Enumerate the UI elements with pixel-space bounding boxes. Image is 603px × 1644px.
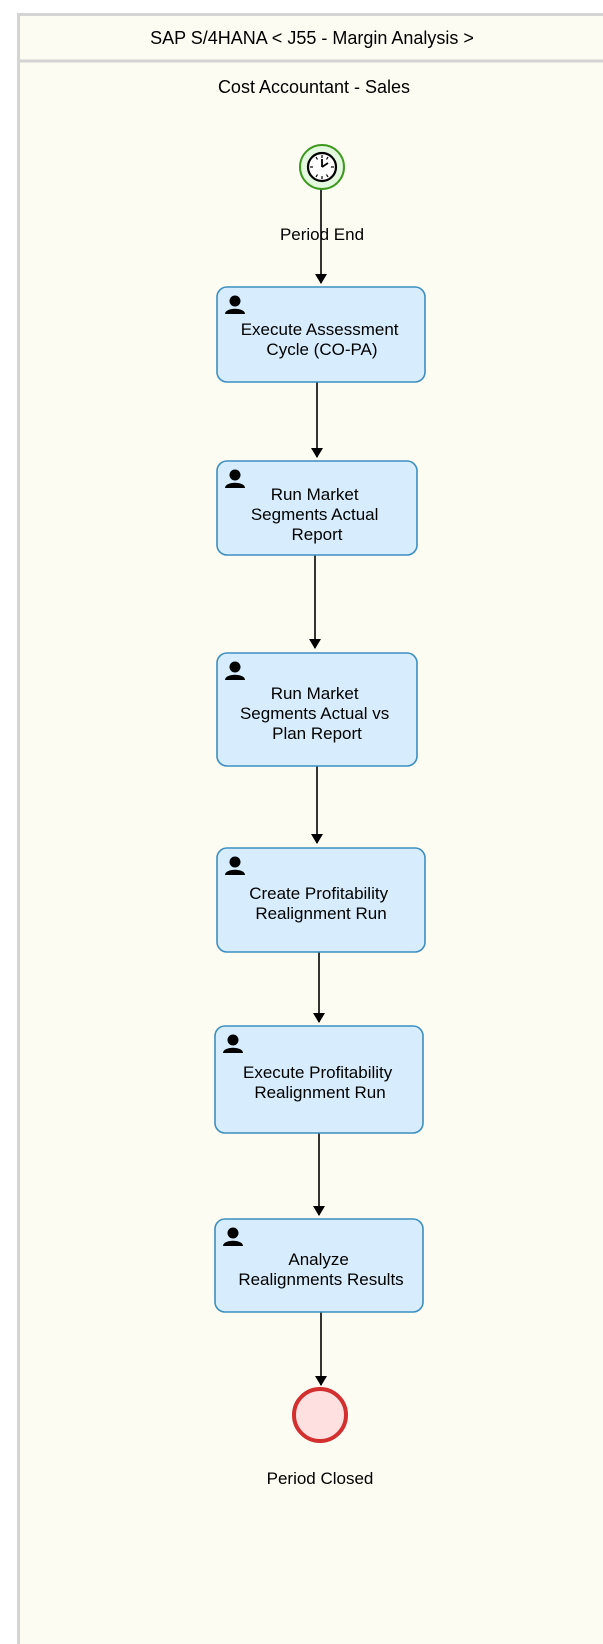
task-label-line: Realignments Results [238,1270,403,1289]
task-label: Create Profitability Realignment Run [249,884,393,923]
task-box[interactable] [216,652,418,767]
task-box[interactable] [216,286,426,383]
task-box[interactable] [214,1025,424,1134]
task-label-line: Run Market [271,485,359,504]
task-label-line: Cycle (CO-PA) [266,340,377,359]
user-icon [225,469,245,488]
user-icon [225,295,245,314]
task-label-line: Plan Report [272,724,362,743]
clock-icon [306,151,338,183]
task-box[interactable] [216,460,418,556]
user-icon [223,1227,243,1246]
user-icon [225,661,245,680]
task-label-line: Report [291,525,342,544]
task-label: Execute Assessment Cycle (CO-PA) [241,320,404,359]
task-analyze-realignments-results[interactable]: Analyze Realignments Results [214,1218,424,1313]
task-label-line: Execute Assessment [241,320,399,339]
pool-title: SAP S/4HANA < J55 - Margin Analysis > [150,28,474,48]
task-label: Run Market Segments Actual Report [251,485,383,544]
end-event-label: Period Closed [267,1469,374,1488]
user-icon [223,1034,243,1053]
user-icon [225,856,245,875]
task-label-line: Run Market [271,684,359,703]
lane-title: Cost Accountant - Sales [218,77,410,97]
task-create-profitability-realignment-run[interactable]: Create Profitability Realignment Run [216,847,426,953]
task-box[interactable] [214,1218,424,1313]
pool-frame [17,13,603,1644]
task-run-market-segments-actual-report[interactable]: Run Market Segments Actual Report [216,460,418,556]
task-execute-profitability-realignment-run[interactable]: Execute Profitability Realignment Run [214,1025,424,1134]
task-label-line: Analyze [288,1250,348,1269]
task-label: Analyze Realignments Results [238,1250,403,1289]
start-event-label: Period End [280,225,364,244]
task-execute-assessment-cycle[interactable]: Execute Assessment Cycle (CO-PA) [216,286,426,383]
task-label-line: Execute Profitability [243,1063,393,1082]
task-label-line: Segments Actual vs [240,704,389,723]
task-label: Execute Profitability Realignment Run [243,1063,397,1102]
end-event[interactable]: Period Closed [267,1387,374,1488]
task-box[interactable] [216,847,426,953]
task-label-line: Realignment Run [254,1083,385,1102]
task-run-market-segments-actual-vs-plan-report[interactable]: Run Market Segments Actual vs Plan Repor… [216,652,418,767]
task-label: Run Market Segments Actual vs Plan Repor… [240,684,394,743]
task-label-line: Segments Actual [251,505,379,524]
task-label-line: Realignment Run [255,904,386,923]
start-event[interactable]: Period End [280,144,364,244]
task-label-line: Create Profitability [249,884,388,903]
sequence-flows [309,189,327,1386]
end-event-circle[interactable] [292,1387,348,1443]
